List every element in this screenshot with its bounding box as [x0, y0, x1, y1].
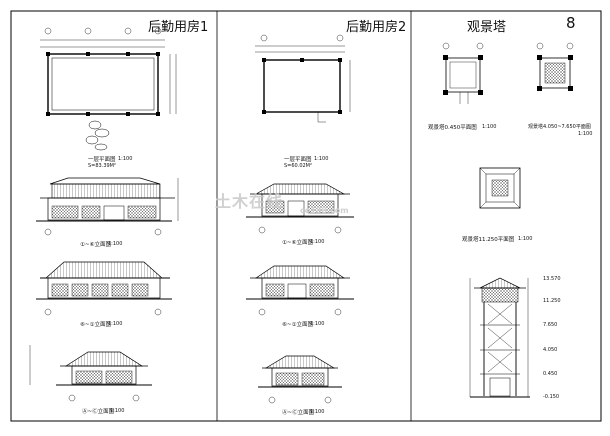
panel2-elevation-2	[246, 265, 354, 316]
p1-elev3-scale: 1:100	[110, 408, 125, 414]
tower-plan-2	[536, 42, 574, 91]
p3-plan2-scale: 1:100	[578, 131, 593, 137]
p2-elev2-caption: ⑥~①立面图	[282, 322, 313, 328]
p2-elev3-scale: 1:100	[310, 409, 325, 415]
p3-plan3-scale: 1:100	[518, 236, 533, 242]
p2-plan-caption: 一层平面图	[284, 157, 312, 163]
panel1-elevation-3	[29, 345, 152, 402]
p2-plan-area: S=60.02M²	[284, 163, 312, 169]
panel1-floor-plan	[40, 27, 177, 151]
panel2-floor-plan	[255, 34, 351, 123]
panel2-elevation-3	[258, 355, 342, 404]
panel2-elevation-1	[246, 183, 354, 234]
p2-elev1-caption: ①~⑥立面图	[282, 240, 313, 246]
panel1-elevation-2	[36, 261, 172, 316]
tower-elevation	[469, 277, 530, 398]
p1-elev2-caption: ⑥~①立面图	[80, 322, 111, 328]
p3-plan1-scale: 1:100	[482, 124, 497, 130]
p1-plan-area: S=83.39M²	[88, 163, 116, 169]
panel2-title: 后勤用房2	[346, 20, 407, 35]
tower-plan-3	[479, 167, 521, 209]
watermark-logo: 土木在线	[215, 192, 284, 211]
p3-plan2-caption: 观景塔4.050~7.650平面图	[528, 124, 591, 130]
watermark-url: co188.com	[300, 206, 349, 215]
panel3-title: 观景塔	[467, 20, 507, 35]
p2-elev1-scale: 1:100	[310, 239, 325, 245]
p1-elev1-scale: 1:100	[108, 241, 123, 247]
panel1-title: 后勤用房1	[148, 20, 209, 35]
tower-level-5: 0.450	[543, 371, 558, 377]
p1-elev3-caption: Ⓐ~Ⓒ立面图	[82, 409, 115, 415]
p2-elev3-caption: Ⓐ~Ⓒ立面图	[282, 410, 315, 416]
panel1-elevation-1	[36, 177, 179, 236]
p1-plan-caption: 一层平面图	[88, 157, 116, 163]
panel3-number: 8	[566, 14, 576, 32]
p3-plan1-caption: 观景塔0.450平面图	[428, 125, 477, 131]
p3-plan3-caption: 观景塔11.250平面图	[462, 237, 515, 243]
p2-elev2-scale: 1:100	[310, 321, 325, 327]
tower-plan-1	[442, 42, 484, 104]
p1-elev1-caption: ①~⑥立面图	[80, 242, 111, 248]
tower-level-1: 13.570	[543, 276, 561, 282]
tower-level-6: -0.150	[543, 394, 560, 400]
p1-plan-scale: 1:100	[118, 156, 133, 162]
p2-plan-scale: 1:100	[314, 156, 329, 162]
tower-level-2: 11.250	[543, 298, 561, 304]
tower-level-4: 4.050	[543, 347, 558, 353]
p1-elev2-scale: 1:100	[108, 321, 123, 327]
tower-level-3: 7.650	[543, 322, 558, 328]
sheet-border	[10, 10, 602, 422]
